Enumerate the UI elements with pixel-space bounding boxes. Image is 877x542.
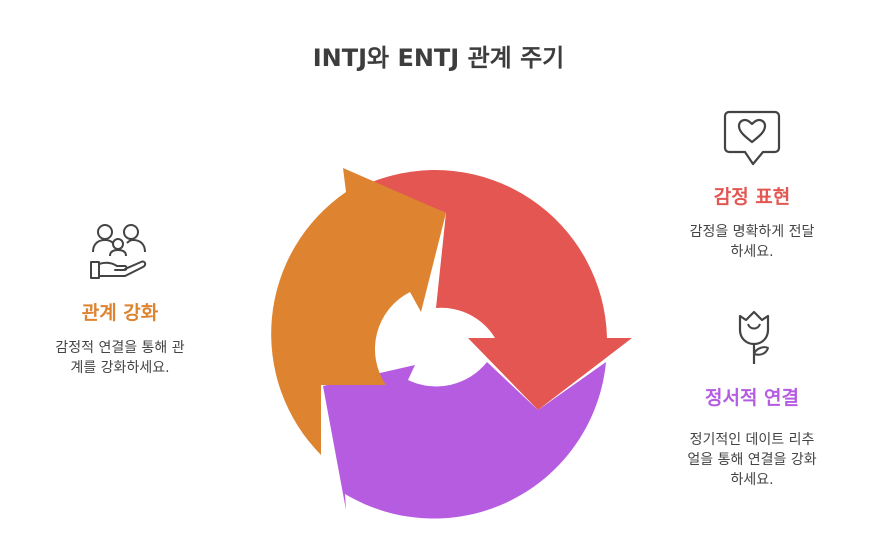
desc-line: 감정적 연결을 통해 관 (55, 340, 185, 356)
desc-line: 감정을 명확하게 전달 (689, 224, 815, 240)
step-heading-emotional-expression: 감정 표현 (713, 186, 791, 208)
desc-line: 얼을 통해 연결을 강화 (687, 452, 817, 468)
red-arrow-segment (372, 170, 632, 410)
desc-line: 하세요. (730, 244, 774, 260)
desc-line: 하세요. (730, 472, 774, 488)
desc-line: 정기적인 데이트 리추 (689, 432, 815, 448)
orange-arrow-segment (271, 168, 446, 455)
rose-icon (738, 310, 770, 364)
heart-speech-bubble-icon (723, 110, 781, 166)
diagram-title: INTJ와 ENTJ 관계 주기 (312, 44, 565, 72)
people-in-hand-icon (90, 224, 147, 279)
step-description-emotional-expression: 감정을 명확하게 전달 하세요. (652, 222, 852, 262)
step-description-relationship-strengthening: 감정적 연결을 통해 관 계를 강화하세요. (20, 338, 220, 378)
purple-arrow-segment (323, 362, 606, 519)
desc-line: 계를 강화하세요. (70, 360, 170, 376)
step-description-emotional-connection: 정기적인 데이트 리추 얼을 통해 연결을 강화 하세요. (652, 430, 852, 490)
step-heading-emotional-connection: 정서적 연결 (704, 387, 799, 409)
step-heading-relationship-strengthening: 관계 강화 (81, 302, 159, 324)
